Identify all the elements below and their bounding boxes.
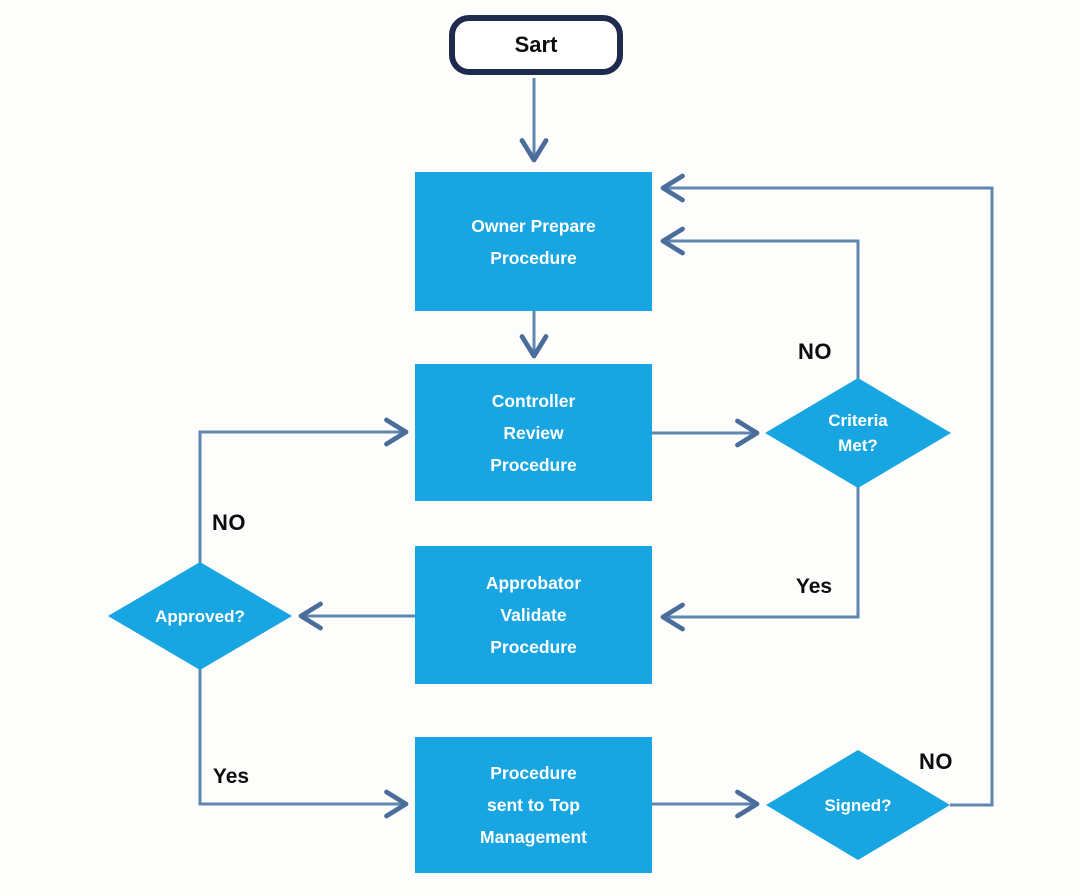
decision-signed-label: Signed? — [824, 795, 892, 815]
edge-label-criteria-yes: Yes — [795, 575, 833, 598]
process-procedure-sent-to-top-management: Procedure sent to Top Management — [415, 737, 652, 873]
connector-approved-no-to-controller — [198, 417, 409, 564]
edge-label-approved-no: NO — [212, 510, 246, 535]
process-owner-prepare-procedure-label: Owner Prepare Procedure — [471, 215, 596, 268]
process-controller-review-procedure: Controller Review Procedure — [415, 364, 652, 501]
process-procedure-sent-to-top-management-label: Procedure sent to Top Management — [480, 763, 587, 847]
decision-approved-label: Approved? — [155, 606, 245, 626]
connector-approved-yes-to-procedure — [198, 668, 409, 819]
process-approbator-validate-procedure-label: Approbator Validate Procedure — [485, 573, 582, 657]
process-approbator-validate-procedure: Approbator Validate Procedure — [415, 546, 652, 684]
process-owner-prepare-procedure: Owner Prepare Procedure — [415, 172, 652, 311]
start-node: Sart — [449, 15, 623, 75]
process-controller-review-procedure-label: Controller Review Procedure — [490, 390, 577, 475]
edge-label-criteria-no: NO — [798, 339, 832, 364]
start-node-label: Sart — [514, 32, 558, 57]
edge-label-signed-no: NO — [919, 749, 953, 774]
connector-criteria-no-to-owner — [660, 226, 860, 380]
connector-signed-no-to-owner — [660, 173, 994, 807]
edge-label-approved-yes: Yes — [212, 765, 250, 788]
decision-criteria-met-label: Criteria Met? — [828, 411, 888, 455]
connector-criteria-yes-to-approbator — [660, 486, 860, 632]
